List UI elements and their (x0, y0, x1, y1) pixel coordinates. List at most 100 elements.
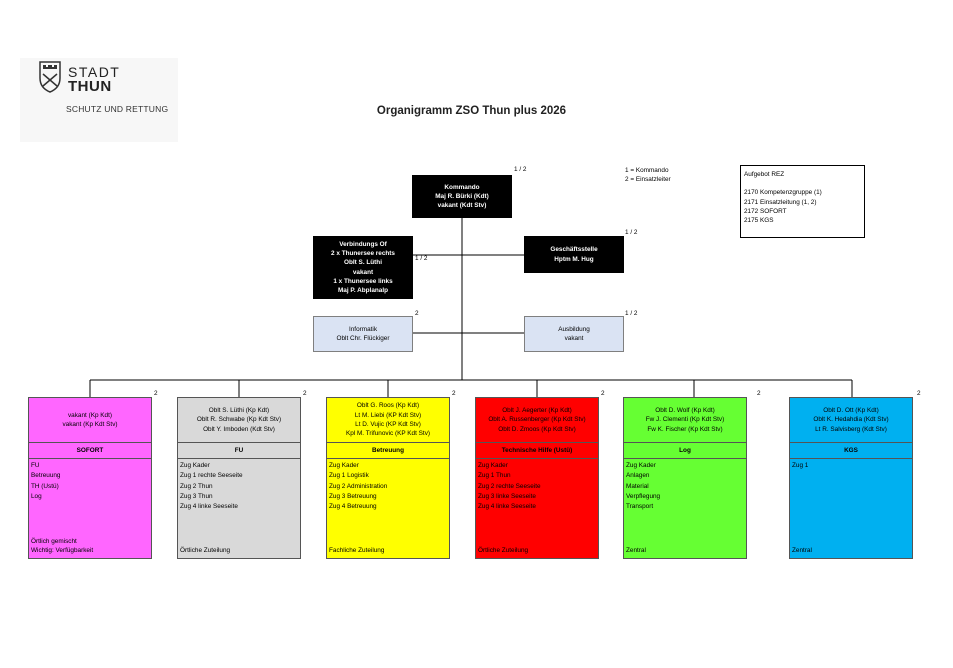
unit-tag: 2 (757, 390, 761, 397)
unit-item: Zug 4 linke Seeseite (478, 503, 536, 510)
unit-item: Zug 4 linke Seeseite (180, 503, 238, 510)
informatik-box: Informatik Oblt Chr. Flückiger (313, 316, 413, 352)
ausbildung-box: Ausbildung vakant (524, 316, 624, 352)
unit-leader: vakant (Kp Kdt) (67, 411, 113, 419)
unit-column: Oblt G. Roos (Kp Kdt)Lt M. Liebi (KP Kdt… (326, 397, 450, 559)
unit-item: Zug 2 Thun (180, 482, 213, 490)
unit-leaders: Oblt D. Wolf (Kp Kdt)Fw J. Clementi (Kp … (624, 398, 746, 443)
unit-item: Zug 2 rechte Seeseite (478, 482, 541, 490)
unit-footer-line: Wichtig: Verfügbarkeit (31, 547, 94, 555)
rez-heading: Aufgebot REZ (744, 171, 785, 178)
unit-footer-line: Örtliche Zuteilung (478, 547, 529, 555)
verbindung-line: 2 x Thunersee rechts (331, 249, 395, 257)
verbindung-box: Verbindungs Of 2 x Thunersee rechts Oblt… (313, 236, 413, 299)
unit-leader: Oblt J. Aegerter (Kp Kdt) (502, 407, 572, 415)
unit-column: Oblt D. Wolf (Kp Kdt)Fw J. Clementi (Kp … (623, 397, 747, 559)
geschaeft-line: Geschäftsstelle (550, 246, 598, 254)
unit-item: Transport (626, 503, 654, 510)
unit-footer: Zentral (792, 546, 812, 556)
unit-item: Log (31, 492, 42, 500)
unit-leader: Oblt D. Wolf (Kp Kdt) (655, 407, 715, 415)
unit-leader: vakant (Kp Kdt Stv) (62, 421, 118, 428)
logo-subtitle: SCHUTZ UND RETTUNG (66, 104, 169, 114)
ausbildung-tag: 1 / 2 (625, 310, 638, 317)
unit-footer: Fachliche Zuteilung (329, 546, 384, 556)
unit-name: FU (178, 443, 300, 459)
unit-tag: 2 (303, 390, 307, 397)
unit-leader: Oblt S. Lüthi (Kp Kdt) (208, 407, 270, 415)
kommando-box: Kommando Maj R. Bürki (Kdt) vakant (Kdt … (412, 175, 512, 218)
unit-leader: Oblt D. Zmoos (Kp Kdt Stv) (498, 425, 576, 433)
unit-leaders: Oblt S. Lüthi (Kp Kdt)Oblt R. Schwabe (K… (178, 398, 300, 443)
unit-item: TH (Ustü) (31, 482, 59, 490)
unit-leader: Fw K. Fischer (Kp Kdt Stv) (647, 425, 723, 433)
unit-tag: 2 (452, 390, 456, 397)
logo: STADT THUN SCHUTZ UND RETTUNG (20, 58, 178, 142)
verbindung-line: Oblt S. Lüthi (344, 259, 382, 267)
verbindung-tag: 1 / 2 (415, 255, 428, 262)
unit-column: Oblt D. Ott (Kp Kdt)Oblt K. Hedahdia (Kd… (789, 397, 913, 559)
unit-tag: 2 (154, 390, 158, 397)
page-title: Organigramm ZSO Thun plus 2026 (376, 105, 567, 117)
verbindung-line: vakant (352, 268, 374, 276)
unit-name: SOFORT (29, 443, 151, 459)
unit-leader: Oblt R. Schwabe (Kp Kdt Stv) (196, 416, 282, 424)
unit-item: Verpflegung (626, 492, 661, 500)
unit-leader: Oblt G. Roos (Kp Kdt) (356, 402, 420, 410)
rez-line: 2170 Kompetenzgruppe (1) (744, 189, 822, 197)
unit-leaders: vakant (Kp Kdt) vakant (Kp Kdt Stv) (29, 398, 151, 443)
kommando-line: Maj R. Bürki (Kdt) (435, 192, 489, 200)
legend-item: 2 = Einsatzleiter (625, 176, 671, 184)
unit-item: Zug 1 Thun (478, 472, 511, 480)
unit-leader: Lt R. Salvisberg (Kdt Stv) (815, 425, 887, 433)
unit-leader: Lt D. Vujic (KP Kdt Stv) (355, 421, 421, 428)
unit-name: Log (624, 443, 746, 459)
unit-leader: Kpl M. Trifunovic (KP Kdt Stv) (345, 430, 431, 438)
unit-item: Anlagen (626, 472, 650, 480)
geschaeft-line: Hptm M. Hug (554, 255, 594, 263)
unit-item: Zug 3 Thun (180, 492, 213, 500)
unit-leaders: Oblt J. Aegerter (Kp Kdt)Oblt A. Russenb… (476, 398, 598, 443)
unit-footer: Örtliche Zuteilung (478, 546, 528, 556)
unit-name: Betreuung (327, 443, 449, 459)
unit-footer-line: Örtliche Zuteilung (180, 547, 231, 555)
verbindung-line: Verbindungs Of (339, 240, 387, 248)
unit-item: Zug Kader (626, 462, 656, 469)
rez-line: 2172 SOFORT (744, 207, 787, 215)
kommando-line: vakant (Kdt Stv) (437, 202, 487, 210)
unit-footer: Örtliche Zuteilung (180, 546, 230, 556)
unit-leader: Oblt Y. Imboden (Kdt Stv) (203, 425, 275, 433)
unit-name: KGS (790, 443, 912, 459)
unit-item: Betreuung (31, 472, 61, 480)
geschaeftsstelle-box: Geschäftsstelle Hptm M. Hug (524, 236, 624, 273)
legend-item: 1 = Kommando (625, 167, 669, 174)
unit-column: vakant (Kp Kdt) vakant (Kp Kdt Stv) SOFORT… (28, 397, 152, 559)
verbindung-line: 1 x Thunersee links (333, 277, 393, 285)
unit-leader: Oblt K. Hedahdia (Kdt Stv) (813, 416, 889, 424)
unit-leaders: Oblt D. Ott (Kp Kdt)Oblt K. Hedahdia (Kd… (790, 398, 912, 443)
unit-name: Technische Hilfe (Ustü) (476, 443, 598, 459)
unit-footer: Zentral (626, 546, 646, 556)
unit-leader: Lt M. Liebi (KP Kdt Stv) (354, 411, 422, 419)
unit-tag: 2 (917, 390, 921, 397)
unit-leaders: Oblt G. Roos (Kp Kdt)Lt M. Liebi (KP Kdt… (327, 398, 449, 443)
unit-column: Oblt S. Lüthi (Kp Kdt)Oblt R. Schwabe (K… (177, 397, 301, 559)
verbindung-line: Maj P. Abplanalp (337, 287, 389, 295)
rez-line: 2175 KGS (744, 217, 774, 225)
unit-item: Zug Kader (180, 462, 210, 469)
unit-item: Zug Kader (478, 462, 508, 469)
kommando-tag: 1 / 2 (514, 166, 527, 173)
legend: 1 = Kommando 2 = Einsatzleiter (625, 166, 671, 185)
unit-item: Material (626, 482, 649, 490)
unit-footer-line: Zentral (626, 547, 646, 555)
logo-stadt: STADT (68, 64, 121, 80)
unit-item: Zug 3 Betreuung (329, 492, 377, 500)
unit-item: Zug Kader (329, 462, 359, 469)
unit-item: Zug 3 linke Seeseite (478, 492, 536, 500)
unit-item: Zug 1 Logistik (329, 472, 369, 480)
unit-leader: Oblt A. Russenberger (Kp Kdt Stv) (488, 416, 586, 424)
